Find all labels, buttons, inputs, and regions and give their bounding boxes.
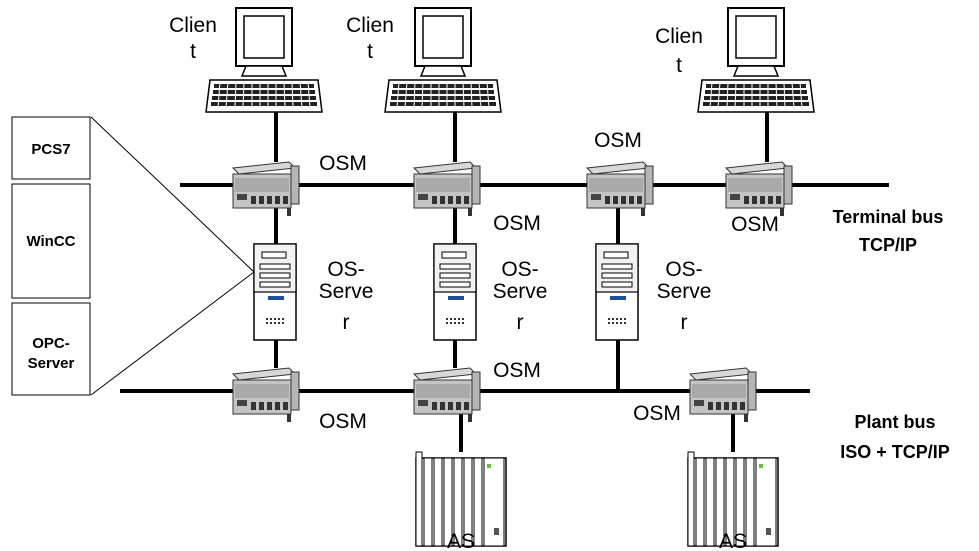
osm-terminal-2	[413, 161, 481, 217]
client-label-3a: Clien	[655, 25, 703, 48]
osm-plant-3	[689, 367, 757, 423]
plant-bus-label-line2: ISO + TCP/IP	[840, 442, 950, 462]
client-label-1b: t	[190, 40, 196, 63]
server-label-2b: Serve	[493, 280, 548, 303]
osm-terminal-1	[232, 161, 300, 217]
pcs7-label: PCS7	[31, 141, 70, 158]
callout-line-top	[90, 116, 255, 273]
terminal-bus-label-line2: TCP/IP	[859, 235, 917, 255]
os-server-2	[433, 243, 477, 341]
osm-label-p1: OSM	[319, 410, 367, 433]
server-label-1a: OS-	[327, 258, 364, 281]
as-label-2: AS	[719, 530, 747, 551]
server-label-2c: r	[517, 311, 524, 334]
client-label-2a: Clien	[346, 14, 394, 37]
plant-bus-label-line1: Plant bus	[854, 412, 935, 432]
connection-lines	[274, 112, 769, 452]
server-label-3c: r	[681, 311, 688, 334]
client-workstation-3	[697, 7, 815, 113]
as-label-1: AS	[447, 530, 475, 551]
opc-label-line1: OPC-	[32, 335, 70, 352]
server-label-1b: Serve	[319, 280, 374, 303]
osm-plant-2	[413, 367, 481, 423]
pcs7-box	[11, 116, 91, 180]
client-label-1a: Clien	[169, 14, 217, 37]
os-server-3	[595, 243, 639, 341]
client-workstation-1	[205, 7, 323, 113]
os-server-1	[253, 243, 297, 341]
opc-server-box	[11, 302, 91, 396]
osm-label-t4: OSM	[731, 213, 779, 236]
terminal-bus-label-line1: Terminal bus	[833, 207, 944, 227]
osm-terminal-4	[725, 161, 793, 217]
client-label-3b: t	[676, 54, 682, 77]
osm-label-t1: OSM	[319, 152, 367, 175]
server-label-3a: OS-	[665, 258, 702, 281]
server-label-3b: Serve	[657, 280, 712, 303]
client-label-2b: t	[367, 40, 373, 63]
callout-line-bottom	[90, 271, 255, 396]
server-label-2a: OS-	[501, 258, 538, 281]
wincc-label: WinCC	[26, 233, 75, 250]
wincc-box	[11, 183, 91, 299]
osm-label-p2: OSM	[493, 359, 541, 382]
osm-plant-1	[232, 367, 300, 423]
client-workstation-2	[384, 7, 502, 113]
osm-terminal-3	[586, 161, 654, 217]
osm-label-p3: OSM	[633, 402, 681, 425]
osm-label-t3: OSM	[594, 129, 642, 152]
opc-label-line2: Server	[28, 355, 75, 372]
server-label-1c: r	[343, 311, 350, 334]
osm-label-t2: OSM	[493, 212, 541, 235]
